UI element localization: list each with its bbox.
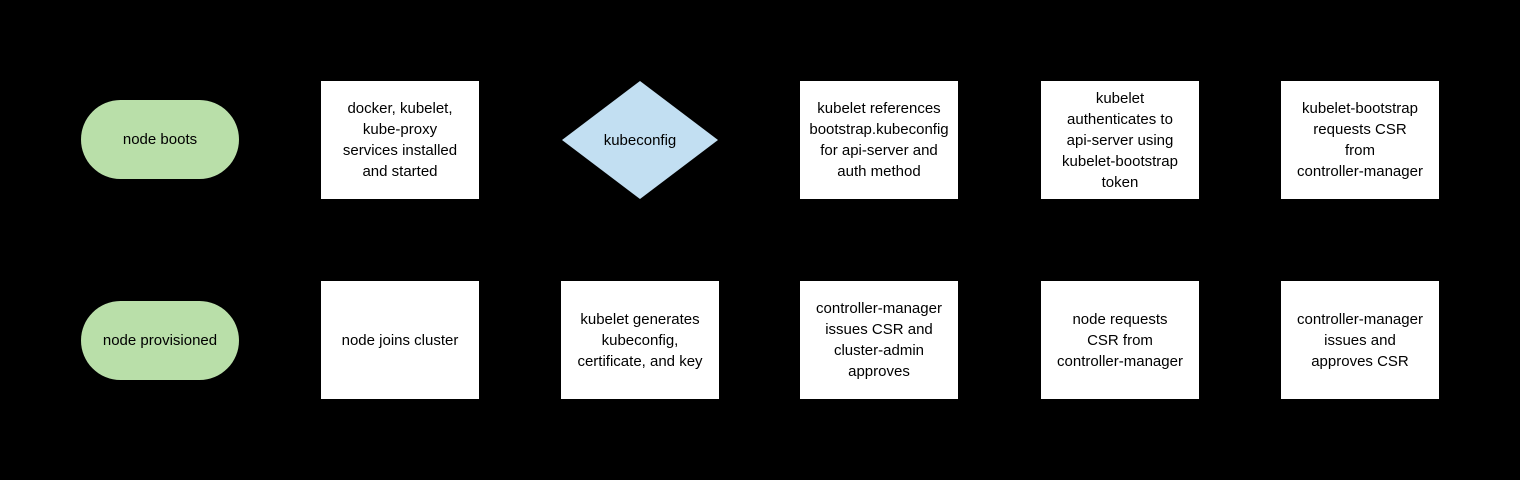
node-label: node provisioned xyxy=(102,332,218,349)
flow-node-kubelet-bootstrap-requests-csr: kubelet-bootstrap requests CSR from cont… xyxy=(1281,81,1439,199)
flow-node-controller-manager-issues-csr: controller-manager issues CSR and cluste… xyxy=(800,281,958,399)
flow-node-node-joins-cluster: node joins cluster xyxy=(321,281,479,399)
flow-node-kubeconfig-decision: kubeconfig xyxy=(562,81,718,199)
flow-node-kubelet-generates-kubeconfig: kubelet generates kubeconfig, certificat… xyxy=(561,281,719,399)
flow-node-controller-manager-approves-csr: controller-manager issues and approves C… xyxy=(1281,281,1439,399)
node-label: kubelet references bootstrap.kubeconfig … xyxy=(809,100,949,180)
node-label: kubelet generates kubeconfig, certificat… xyxy=(577,310,703,370)
flow-node-node-requests-csr: node requests CSR from controller-manage… xyxy=(1041,281,1199,399)
node-label: kubelet authenticates to api-server usin… xyxy=(1062,89,1178,191)
node-label: kubelet-bootstrap requests CSR from cont… xyxy=(1297,100,1423,180)
node-label: kubeconfig xyxy=(603,131,677,149)
flow-node-node-boots: node boots xyxy=(81,100,239,179)
flow-node-node-provisioned: node provisioned xyxy=(81,301,239,380)
node-label: node boots xyxy=(122,131,198,148)
node-label: node joins cluster xyxy=(341,331,459,349)
flow-node-services-installed: docker, kubelet, kube-proxy services ins… xyxy=(321,81,479,199)
flow-node-kubelet-authenticates: kubelet authenticates to api-server usin… xyxy=(1041,81,1199,199)
flow-node-kubelet-references-bootstrap: kubelet references bootstrap.kubeconfig … xyxy=(800,81,958,199)
node-label: controller-manager issues CSR and cluste… xyxy=(816,300,942,380)
node-label: controller-manager issues and approves C… xyxy=(1297,310,1423,370)
node-label: docker, kubelet, kube-proxy services ins… xyxy=(342,100,458,180)
node-label: node requests CSR from controller-manage… xyxy=(1057,310,1183,370)
